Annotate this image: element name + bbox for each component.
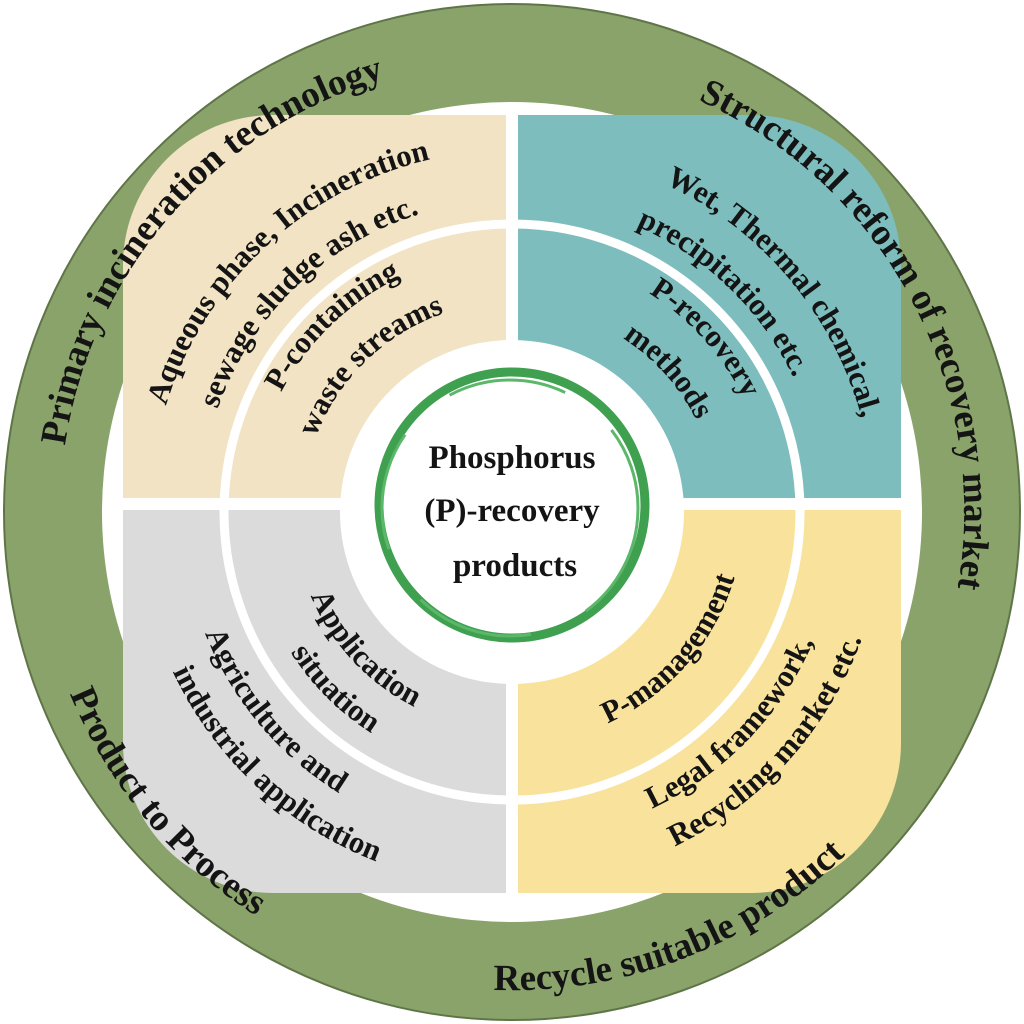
center-disc <box>340 340 684 684</box>
center-title-line-3: products <box>453 548 577 584</box>
center-title-line-1: Phosphorus <box>429 440 596 476</box>
center-green-ring-accent <box>380 378 640 638</box>
center-green-ring <box>374 367 650 643</box>
center-title-line-2: (P)-recovery <box>424 493 600 529</box>
inner-ring-divider <box>219 219 805 805</box>
